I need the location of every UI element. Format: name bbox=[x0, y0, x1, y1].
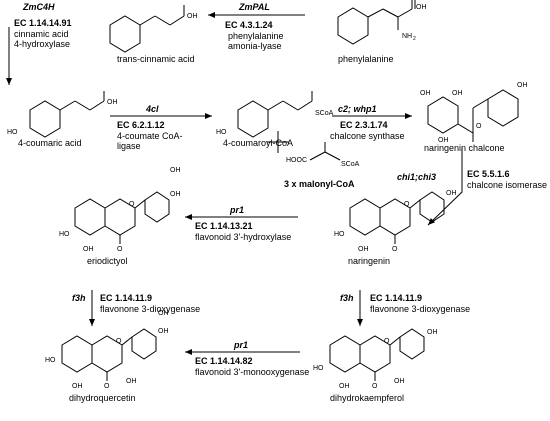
gene-label-zmpal: ZmPAL bbox=[239, 2, 270, 12]
atom-label: OH bbox=[72, 383, 83, 390]
atom-label: HO bbox=[334, 231, 345, 238]
atom-label: OH bbox=[158, 310, 169, 317]
atom-label: OH bbox=[358, 246, 369, 253]
atom-label: O bbox=[104, 383, 110, 390]
enzyme-name-4cl-2: ligase bbox=[117, 141, 141, 151]
compound-label-coumaric-acid: 4-coumaric acid bbox=[18, 138, 82, 148]
atom-label: O bbox=[384, 338, 390, 345]
eriodictyol-structure bbox=[74, 191, 170, 244]
compound-label-naringenin-chalcone: naringenin chalcone bbox=[424, 143, 505, 153]
atom-label: OH bbox=[107, 99, 118, 106]
atom-label: HO bbox=[216, 129, 227, 136]
atom-label: O bbox=[476, 123, 482, 130]
atom-label: SCoA bbox=[315, 110, 334, 117]
ec-label-pr1-top: EC 1.14.13.21 bbox=[195, 221, 253, 231]
enzyme-name-chi: chalcone isomerase bbox=[467, 180, 548, 190]
enzyme-name-zmpal-1: phenylalanine bbox=[228, 31, 284, 41]
atom-label: OH bbox=[83, 246, 94, 253]
atom-label: O bbox=[129, 201, 135, 208]
enzyme-name-chs: chalcone synthase bbox=[330, 131, 405, 141]
gene-label-zmc4h: ZmC4H bbox=[23, 2, 55, 12]
atom-label: SCoA bbox=[341, 161, 360, 168]
atom-label: HOOC bbox=[286, 157, 307, 164]
gene-label-4cl: 4cl bbox=[146, 104, 159, 114]
enzyme-name-4cl-1: 4-coumate CoA- bbox=[117, 131, 183, 141]
atom-label: O bbox=[117, 246, 123, 253]
atom-label: OH bbox=[427, 329, 438, 336]
enzyme-name-pr1-top: flavonoid 3'-hydroxylase bbox=[195, 232, 292, 242]
gene-label-pr1-top: pr1 bbox=[230, 205, 245, 215]
atom-label: OH bbox=[339, 383, 350, 390]
atom-label: OH bbox=[170, 167, 181, 174]
naringenin-structure bbox=[349, 191, 445, 244]
compound-label-coumaroyl-coa: 4-coumaroyl-CoA bbox=[223, 138, 294, 148]
atom-label: OH bbox=[158, 328, 169, 335]
atom-label: OH bbox=[452, 90, 463, 97]
ec-label-chi: EC 5.5.1.6 bbox=[467, 169, 510, 179]
coumaric-acid-structure bbox=[29, 91, 105, 138]
atom-label: OH bbox=[517, 82, 528, 89]
atom-label: OH bbox=[187, 13, 198, 20]
compound-label-cinnamic-acid: trans-cinnamic acid bbox=[117, 54, 195, 64]
compound-label-malonyl-coa: 3 x malonyl-CoA bbox=[284, 179, 355, 189]
atom-label: O bbox=[372, 383, 378, 390]
ec-label-zmc4h: EC 1.14.14.91 bbox=[14, 18, 72, 28]
compound-label-dihydrokaempferol: dihydrokaempferol bbox=[330, 393, 405, 403]
atom-label: OH bbox=[170, 191, 181, 198]
atom-label: O bbox=[392, 246, 398, 253]
atom-label: HO bbox=[7, 129, 18, 136]
compound-label-naringenin: naringenin bbox=[348, 256, 391, 266]
enzyme-name-zmc4h-2: 4-hydroxylase bbox=[14, 39, 71, 49]
enzyme-name-zmc4h-1: cinnamic acid bbox=[14, 29, 69, 39]
gene-label-f3h-left: f3h bbox=[72, 293, 86, 303]
enzyme-name-f3h-right: flavonone 3-dioxygenase bbox=[370, 304, 471, 314]
phenylalanine-structure bbox=[337, 0, 416, 45]
gene-label-f3h-right: f3h bbox=[340, 293, 354, 303]
coumaroyl-coa-structure bbox=[237, 91, 313, 138]
atom-label: OH bbox=[420, 90, 431, 97]
dihydroquercetin-structure bbox=[61, 328, 157, 381]
gene-label-pr1-bottom: pr1 bbox=[234, 340, 249, 350]
ec-label-f3h-right: EC 1.14.11.9 bbox=[370, 293, 423, 303]
atom-label: OH bbox=[438, 137, 449, 144]
enzyme-name-zmpal-2: amonia-lyase bbox=[228, 41, 282, 51]
dihydrokaempferol-structure bbox=[329, 328, 425, 381]
plus-icon bbox=[267, 131, 289, 153]
arrow-icon bbox=[427, 148, 463, 226]
enzyme-name-f3h-left: flavonone 3-dioxygenase bbox=[100, 304, 201, 314]
ec-label-4cl: EC 6.2.1.12 bbox=[117, 120, 165, 130]
gene-label-chi: chi1;chi3 bbox=[397, 172, 437, 182]
compound-label-eriodictyol: eriodictyol bbox=[87, 256, 128, 266]
atom-label: OH bbox=[394, 378, 405, 385]
ec-label-chs: EC 2.3.1.74 bbox=[340, 120, 388, 130]
atom-label: 2 bbox=[413, 36, 416, 42]
ec-label-pr1-bottom: EC 1.14.14.82 bbox=[195, 356, 253, 366]
atom-label: HO bbox=[313, 365, 324, 372]
ec-label-zmpal: EC 4.3.1.24 bbox=[225, 20, 273, 30]
compound-label-phenylalanine: phenylalanine bbox=[338, 54, 394, 64]
atom-label: OH bbox=[416, 4, 427, 11]
gene-label-chs: c2; whp1 bbox=[338, 104, 377, 114]
atom-label: O bbox=[404, 201, 410, 208]
atom-label: O bbox=[116, 338, 122, 345]
malonyl-coa-structure bbox=[309, 142, 341, 161]
cinnamic-acid-structure bbox=[109, 5, 185, 53]
atom-label: HO bbox=[59, 231, 70, 238]
atom-label: OH bbox=[126, 378, 137, 385]
naringenin-chalcone-structure bbox=[427, 89, 519, 142]
ec-label-f3h-left: EC 1.14.11.9 bbox=[100, 293, 153, 303]
atom-label: OH bbox=[446, 190, 457, 197]
atom-label: NH bbox=[402, 33, 412, 40]
atom-label: HO bbox=[45, 357, 56, 364]
compound-label-dihydroquercetin: dihydroquercetin bbox=[69, 393, 136, 403]
enzyme-name-pr1-bottom: flavonoid 3'-monooxygenase bbox=[195, 367, 310, 377]
